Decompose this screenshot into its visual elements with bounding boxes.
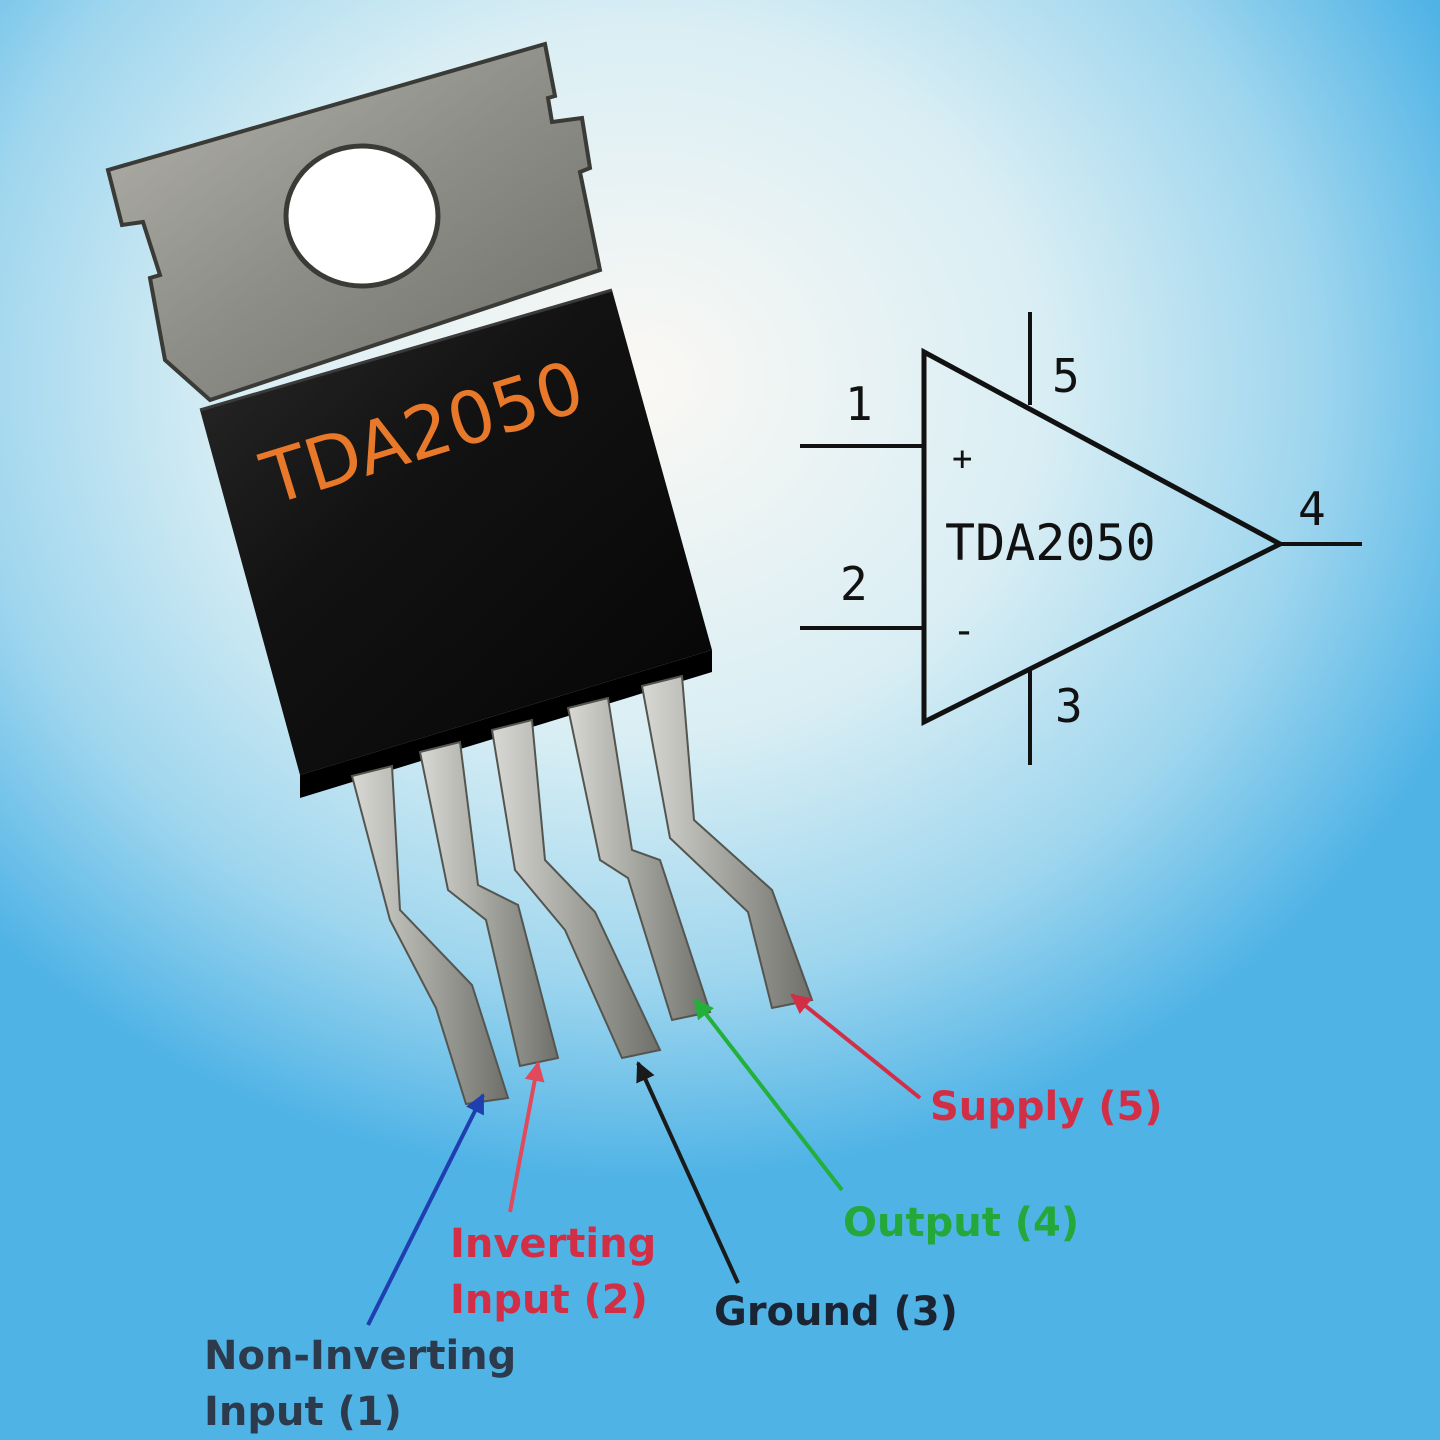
lead-pin-2 [418, 740, 560, 1068]
arrow-pin-5 [790, 993, 922, 1100]
label-ground: Ground (3) [714, 1289, 958, 1335]
label-output: Output (4) [843, 1200, 1080, 1246]
label-supply: Supply (5) [930, 1084, 1163, 1130]
label-inverting-input: Inverting Input (2) [450, 1221, 657, 1323]
mounting-hole [283, 143, 441, 289]
heatsink-tab [105, 41, 603, 403]
symbol-pin-1: 1 [845, 377, 873, 431]
arrow-pin-4 [693, 998, 844, 1192]
lead-pin-3 [490, 718, 662, 1060]
symbol-pin-5: 5 [1052, 349, 1080, 403]
label-non-inverting-input: Non-Inverting Input (1) [204, 1333, 517, 1435]
arrow-pin-2 [508, 1061, 545, 1213]
pointer-arrows [366, 993, 922, 1326]
leads [350, 674, 814, 1106]
amplifier-symbol: 1 2 3 4 5 + - TDA2050 [800, 312, 1362, 765]
symbol-pin-4: 4 [1298, 482, 1326, 536]
minus-sign: - [952, 608, 976, 654]
symbol-label: TDA2050 [945, 514, 1156, 572]
arrow-pin-3 [636, 1061, 740, 1284]
package-body: TDA2050 [199, 288, 712, 798]
plus-sign: + [952, 439, 972, 479]
opamp-triangle [921, 347, 1286, 727]
arrow-pin-1 [366, 1093, 485, 1326]
symbol-pin-2: 2 [840, 557, 868, 611]
symbol-pin-3: 3 [1055, 679, 1083, 733]
lead-pin-1 [350, 764, 510, 1106]
